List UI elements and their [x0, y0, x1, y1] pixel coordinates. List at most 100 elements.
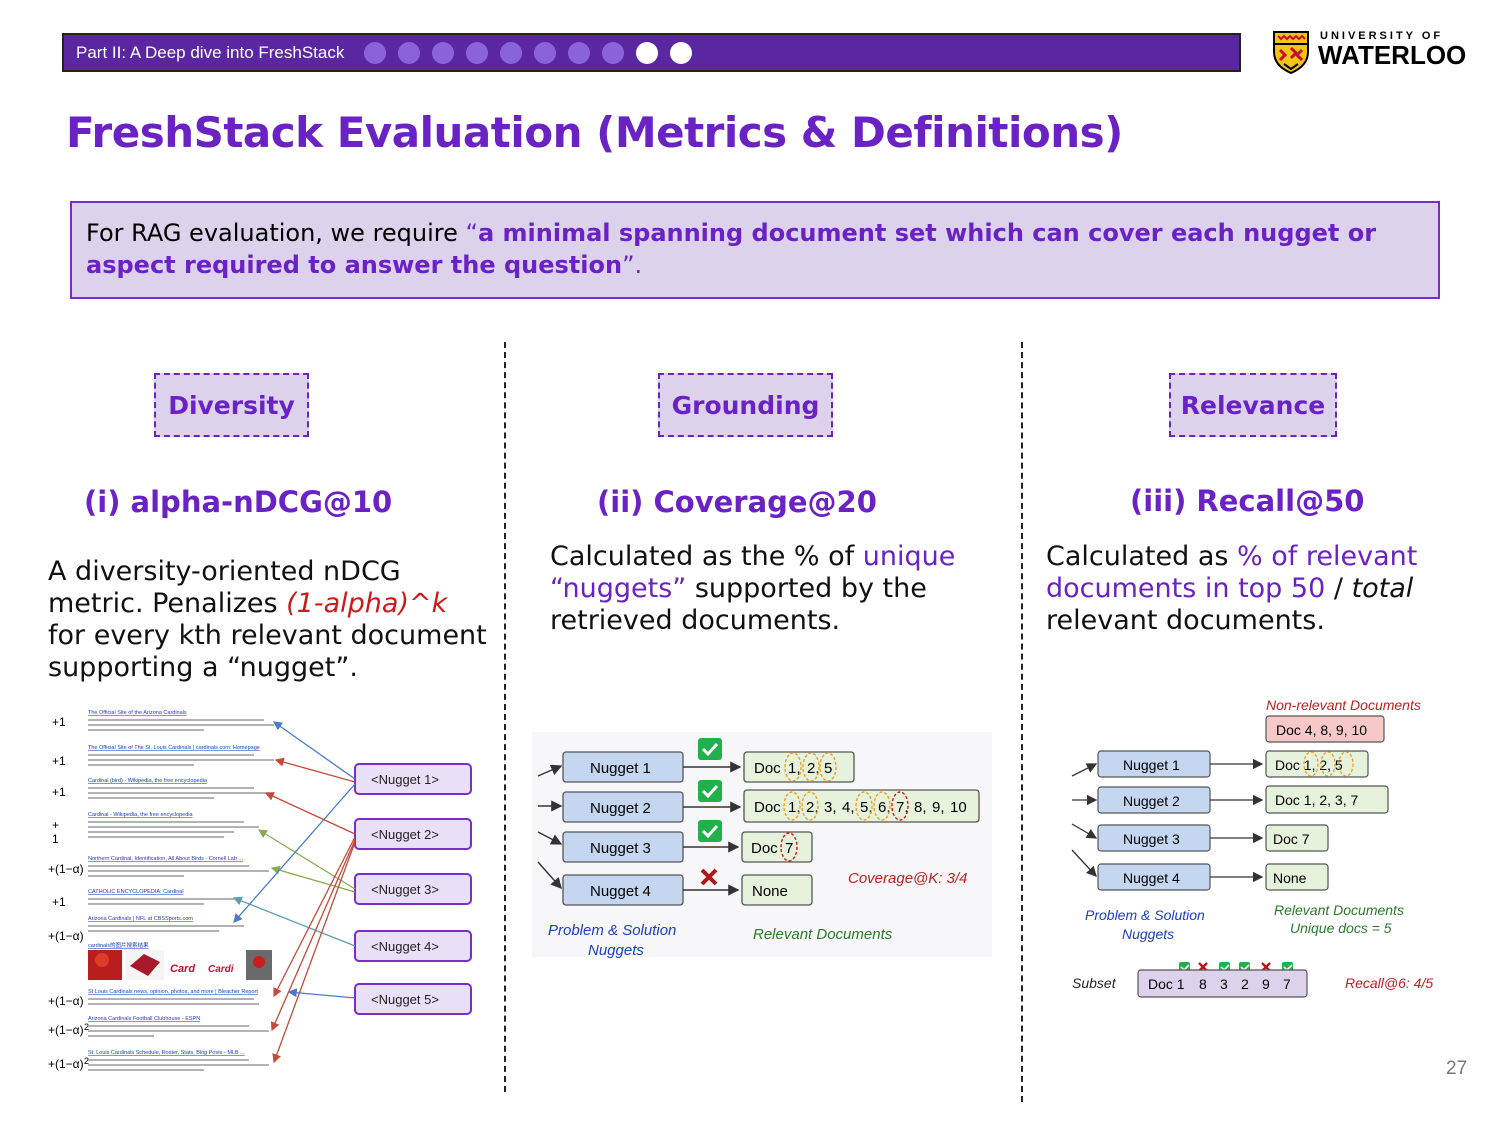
gain-label: +(1−α): [48, 929, 84, 943]
desc-text: /: [1325, 573, 1352, 604]
coverage-nugget: Nugget 1: [590, 760, 651, 777]
search-result-title: St. Louis Cardinals Schedule, Roster, St…: [88, 1050, 245, 1056]
crest-icon: [1273, 31, 1309, 74]
gain-label: +(1−α): [48, 1057, 84, 1071]
coverage-doc-prefix: Doc: [754, 760, 781, 777]
progress-dot: [602, 41, 625, 64]
search-result-title: Arizona Cardinals Football Clubhouse - E…: [88, 1016, 200, 1022]
check-icon: [698, 820, 722, 842]
coverage-doc-id: 1,: [788, 760, 801, 777]
gain-label: 1: [52, 832, 59, 846]
svg-text:Card: Card: [170, 963, 195, 975]
coverage-doc-id: 2,: [806, 799, 819, 816]
callout-prefix: For RAG evaluation, we require: [86, 219, 466, 247]
coverage-right-label: Relevant Documents: [753, 926, 893, 943]
subset-doc: 9: [1262, 976, 1270, 992]
desc-text: Calculated as the % of: [550, 541, 863, 572]
check-icon: [698, 780, 722, 802]
diversity-figure: +1 +1 +1 + 1 +(1−α) +1 +(1−α) +(1−α) +(1…: [48, 710, 472, 1071]
desc-text: relevant documents.: [1046, 605, 1325, 636]
search-result-title: Arizona Cardinals | NFL at CBSSports.com: [88, 916, 193, 922]
recall-right-label: Unique docs = 5: [1290, 920, 1392, 936]
recall-nugget: Nugget 1: [1123, 757, 1180, 773]
coverage-nugget: Nugget 4: [590, 883, 651, 900]
nonrelevant-docs: Doc 4, 8, 9, 10: [1276, 722, 1367, 738]
gain-label: +: [52, 818, 59, 832]
subset-doc: 3: [1220, 976, 1228, 992]
desc-text: Calculated as: [1046, 541, 1238, 572]
recall-left-label: Problem & Solution: [1085, 907, 1205, 923]
progress-dot: [534, 41, 557, 64]
recall-left-label: Nuggets: [1122, 926, 1174, 942]
coverage-doc-id: 5: [824, 760, 832, 777]
recall-description: Calculated as % of relevant documents in…: [1046, 541, 1466, 637]
callout-quote: a minimal spanning document set which ca…: [86, 219, 1377, 279]
gain-label: +(1−α): [48, 994, 84, 1008]
page-number: 27: [1446, 1058, 1468, 1079]
gain-label: 2: [84, 1022, 89, 1032]
coverage-doc-id: 2,: [807, 760, 820, 777]
coverage-doc-id: 3,: [824, 799, 837, 816]
coverage-doc-id: 10: [950, 799, 967, 816]
recall-doc: Doc 1, 2, 3, 7: [1275, 792, 1358, 808]
metric-coverage: (ii) Coverage@20: [597, 485, 877, 519]
recall-right-label: Relevant Documents: [1274, 902, 1404, 918]
coverage-doc-id: 6,: [878, 799, 891, 816]
subset-label: Subset: [1072, 975, 1117, 991]
coverage-doc-id: 4,: [842, 799, 855, 816]
desc-text: for every kth relevant document supporti…: [48, 620, 487, 683]
diversity-nugget: <Nugget 3>: [371, 882, 439, 897]
recall-doc: None: [1273, 870, 1307, 886]
desc-highlight: % of relevant documents in top 50: [1046, 541, 1418, 604]
coverage-nugget: Nugget 3: [590, 840, 651, 857]
coverage-doc-id: 8,: [914, 799, 927, 816]
recall-doc: Doc 1, 2, 5: [1275, 757, 1343, 773]
recall-nugget: Nugget 4: [1123, 870, 1180, 886]
category-diversity: Diversity: [154, 373, 309, 437]
university-logo: UNIVERSITY OF WATERLOO: [1272, 28, 1472, 78]
coverage-doc-id: 9,: [932, 799, 945, 816]
diversity-description: A diversity-oriented nDCG metric. Penali…: [48, 556, 488, 684]
gain-label: +1: [52, 754, 66, 768]
column-divider: [504, 342, 506, 1092]
progress-dot: [568, 41, 591, 64]
callout-open-quote: “: [465, 219, 478, 247]
diversity-nugget: <Nugget 1>: [371, 772, 439, 787]
progress-dot: [466, 41, 489, 64]
coverage-nugget: Nugget 2: [590, 800, 651, 817]
gain-label: +1: [52, 895, 66, 909]
gain-label: 2: [84, 1056, 89, 1066]
progress-dots: [364, 41, 693, 64]
section-header-bar: Part II: A Deep dive into FreshStack: [62, 33, 1241, 72]
search-result-title: Northern Cardinal, Identification, All A…: [88, 856, 243, 862]
category-grounding: Grounding: [658, 373, 833, 437]
recall-nugget: Nugget 2: [1123, 793, 1180, 809]
gain-label: +(1−α): [48, 862, 84, 876]
gain-label: +1: [52, 785, 66, 799]
coverage-doc-prefix: Doc: [751, 840, 778, 857]
coverage-score: Coverage@K: 3/4: [848, 870, 967, 887]
svg-text:Cardi: Cardi: [208, 964, 234, 975]
logo-title: WATERLOO: [1318, 40, 1467, 70]
search-result-title: St Louis Cardinals news, opinion, photos…: [88, 989, 258, 995]
metric-alpha-ndcg: (i) alpha-nDCG@10: [84, 485, 393, 519]
cross-icon: [700, 868, 718, 886]
desc-text: A diversity-oriented nDCG metric. Penali…: [48, 556, 401, 619]
coverage-doc-prefix: Doc: [754, 799, 781, 816]
recall-score: Recall@6: 4/5: [1345, 975, 1433, 991]
search-result-title: The Official Site of the Arizona Cardina…: [88, 710, 187, 716]
search-result-title: CATHOLIC ENCYCLOPEDIA: Cardinal: [88, 889, 184, 895]
desc-highlight: unique “nuggets”: [550, 541, 956, 604]
coverage-doc-id: 7: [785, 840, 793, 857]
column-divider: [1021, 342, 1023, 1102]
search-result-title: cardinals的图片搜索结果: [88, 941, 149, 949]
search-result-title: Cardinal - Wikipedia, the free encyclope…: [88, 812, 193, 818]
diversity-nugget: <Nugget 5>: [371, 992, 439, 1007]
coverage-doc-id: 1,: [788, 799, 801, 816]
gain-label: +1: [52, 715, 66, 729]
progress-dot: [432, 41, 455, 64]
nonrelevant-label: Non-relevant Documents: [1266, 697, 1421, 713]
category-relevance: Relevance: [1169, 373, 1337, 437]
progress-dot-current: [670, 41, 693, 64]
subset-doc: Doc 1: [1148, 976, 1185, 992]
